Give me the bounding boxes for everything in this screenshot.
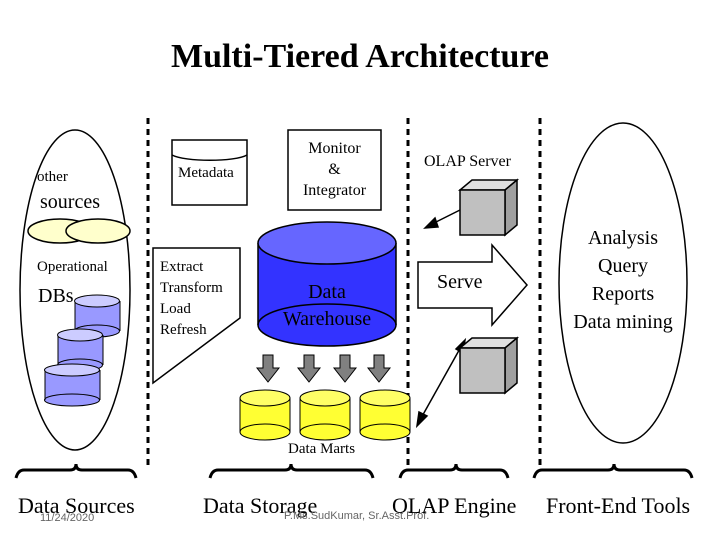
label-extract: Extract [160,259,204,275]
serve-arrow-shape [417,243,528,327]
etl-arrow-shape [152,247,241,385]
olap-link-arrow-lower [419,344,463,421]
footer-olap-engine: OLAP Engine [392,493,517,518]
label-ampersand: & [328,161,341,178]
monitor-box [287,129,382,211]
metadata-box [171,139,248,206]
label-sources: sources [40,191,100,213]
sources-oval [19,129,131,451]
footer-data-storage: Data Storage [203,493,318,518]
data-mart-1 [239,389,291,441]
operational-db-3 [44,363,101,407]
label-dbs: DBs [38,285,74,307]
etl-labels: Extract Transform Load Refresh [160,257,223,341]
arrow-down-1 [255,354,281,383]
label-other: other [37,169,68,185]
brace-front-end-tools [532,463,694,479]
data-mart-2 [299,389,351,441]
footer-author: P.Ms.SudKumar, Sr.Asst.Prof. [284,510,430,522]
label-data-marts: Data Marts [288,441,356,457]
label-warehouse: Warehouse [282,308,372,330]
brace-olap-engine [398,463,510,479]
label-data-mining: Data mining [573,311,673,333]
footer-date: 11/24/2020 [40,512,95,524]
warehouse-labels: Data Warehouse [258,279,396,333]
arrow-down-3 [332,354,358,383]
label-transform: Transform [160,280,223,296]
label-operational: Operational [37,259,108,275]
label-refresh: Refresh [160,322,207,338]
olap-server-cube-top [457,178,520,237]
footer-data-sources: Data Sources [18,493,135,518]
brace-data-storage [208,463,375,479]
arrow-down-4 [366,354,392,383]
label-metadata: Metadata [178,165,234,181]
label-data: Data [308,281,346,303]
label-analysis: Analysis [588,227,658,249]
footer-front-end-tools: Front-End Tools [546,493,691,518]
label-query: Query [598,255,648,277]
other-source-oval-2 [65,218,131,244]
label-integrator: Integrator [302,182,367,199]
label-monitor: Monitor [308,140,361,157]
monitor-labels: Monitor & Integrator [288,138,381,201]
label-reports: Reports [591,283,655,305]
data-warehouse-cylinder [257,221,397,347]
front-end-tools-oval [558,122,688,444]
brace-data-sources [14,463,138,479]
olap-server-cube-bottom [457,336,520,395]
label-load: Load [160,301,191,317]
bottom-braces [14,463,694,479]
data-mart-3 [359,389,411,441]
label-olap-server: OLAP Server [424,153,511,170]
tools-labels: Analysis Query Reports Data mining [560,224,686,336]
label-serve: Serve [437,271,483,293]
arrow-down-2 [296,354,322,383]
page-title: Multi-Tiered Architecture [170,38,550,75]
